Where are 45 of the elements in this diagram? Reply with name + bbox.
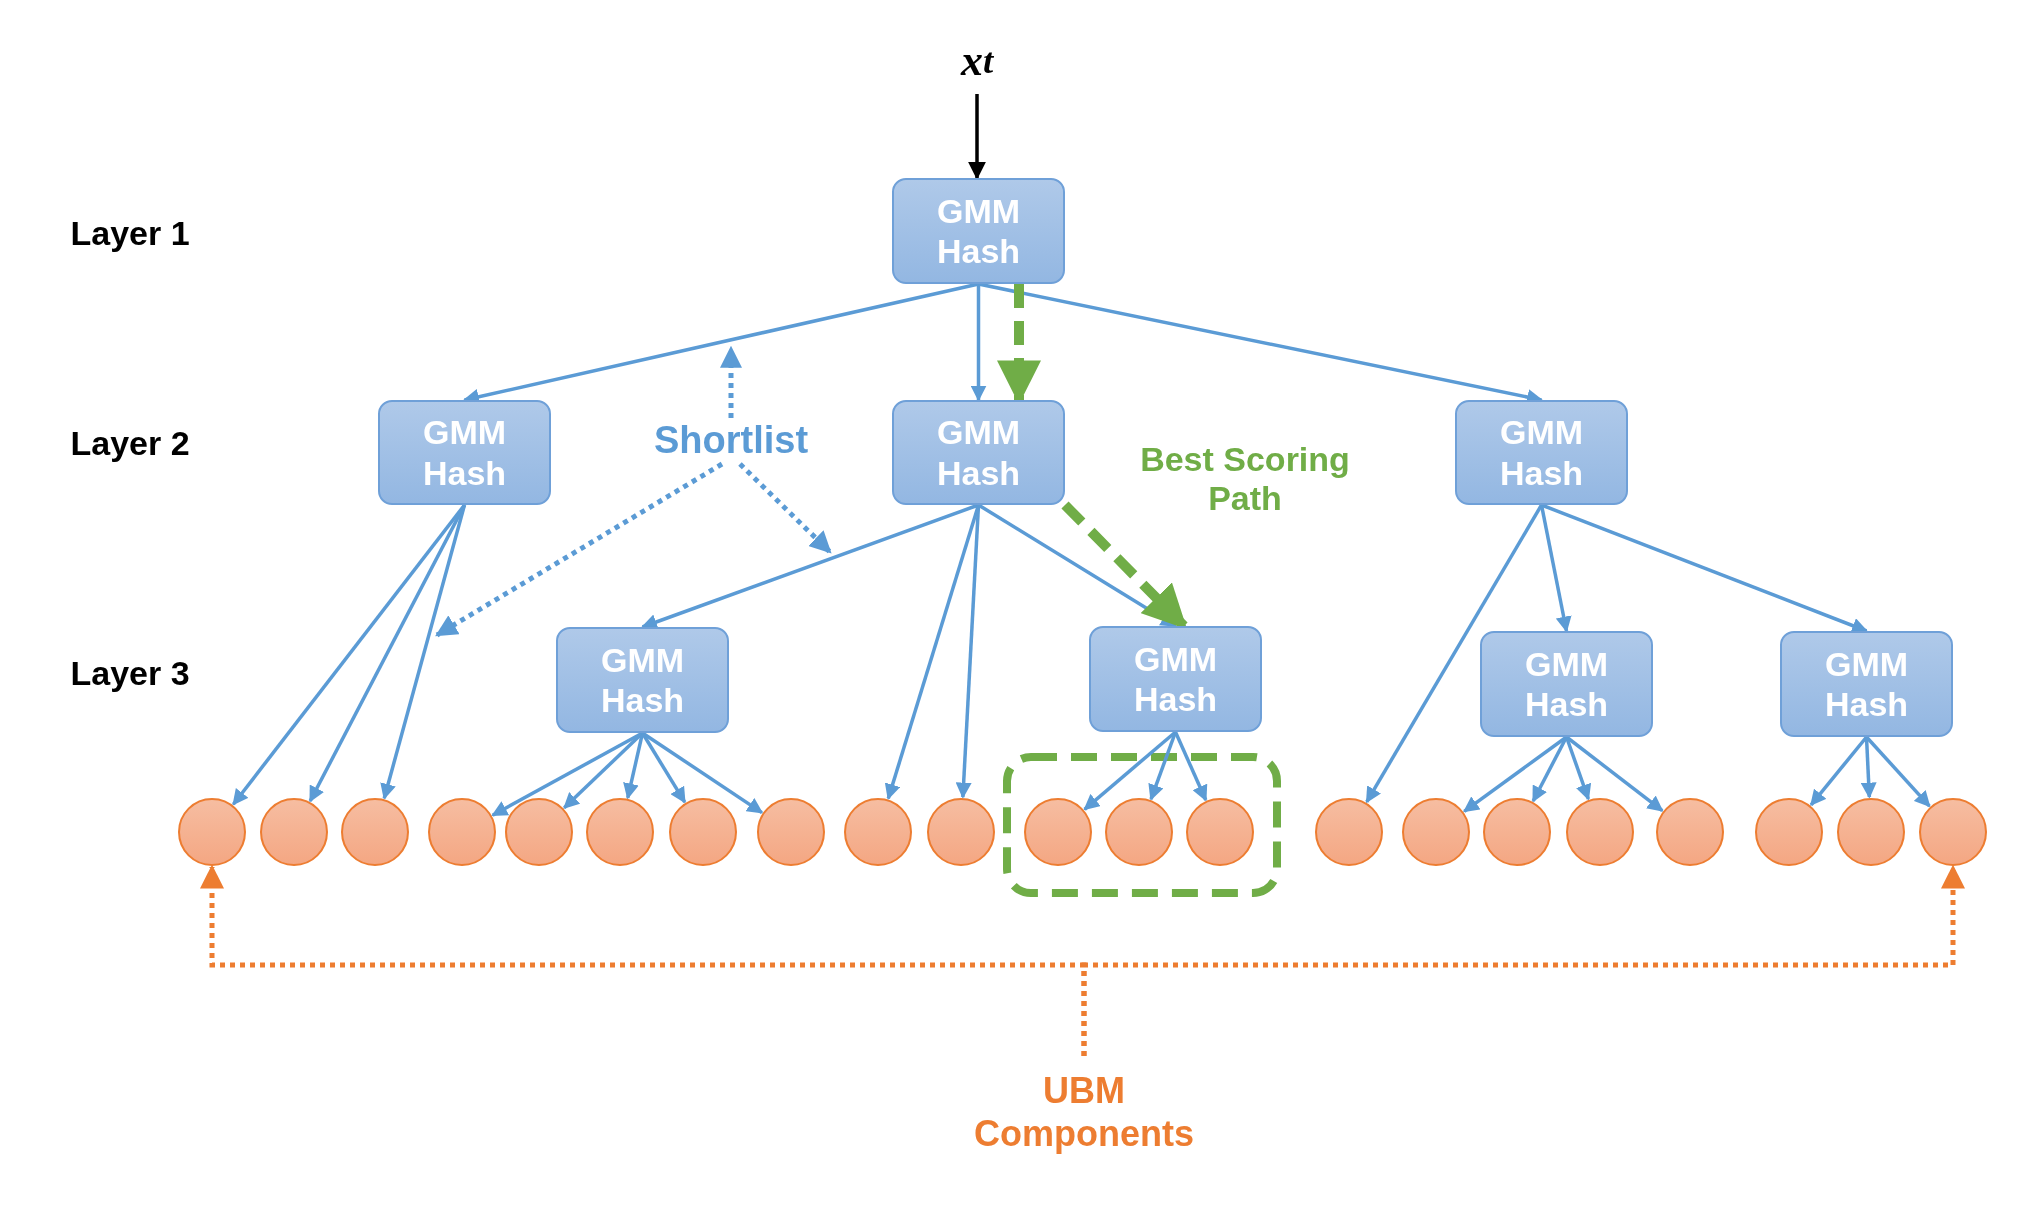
dashed-arrow bbox=[1081, 864, 1965, 1056]
layer-label: Layer 1 bbox=[69, 214, 191, 253]
arrow bbox=[1148, 731, 1178, 801]
arrow bbox=[1531, 736, 1569, 803]
annotation-text: Best Scoring Path bbox=[1139, 440, 1351, 518]
gmm-hash-box bbox=[556, 627, 729, 733]
dashed-arrow bbox=[435, 461, 724, 638]
node-label: GMM Hash bbox=[421, 412, 508, 493]
arrow bbox=[1865, 735, 1931, 808]
annotation-text: UBM Components bbox=[944, 1056, 1224, 1168]
arrow bbox=[977, 503, 1177, 628]
gmm-hash-box bbox=[892, 400, 1065, 505]
gmm-hash-box bbox=[1480, 631, 1653, 737]
arrow bbox=[955, 504, 981, 799]
arrow bbox=[1809, 735, 1868, 807]
arrow bbox=[1565, 735, 1664, 813]
arrow bbox=[1540, 503, 1868, 634]
gmm-hash-box bbox=[1089, 626, 1262, 732]
arrow bbox=[970, 284, 987, 402]
arrow bbox=[1539, 504, 1572, 633]
component-circle bbox=[505, 798, 573, 866]
node-label: GMM Hash bbox=[935, 412, 1022, 493]
layer-label: Layer 3 bbox=[69, 654, 191, 693]
arrow bbox=[1860, 736, 1877, 799]
arrow bbox=[1564, 736, 1592, 801]
arrow bbox=[641, 731, 764, 815]
gmm-hash-box bbox=[1455, 400, 1628, 505]
arrow bbox=[380, 504, 467, 800]
arrow bbox=[1173, 731, 1208, 802]
annotation-text: Shortlist bbox=[641, 418, 821, 464]
dashed-arrow bbox=[738, 462, 832, 554]
gmm-hash-box bbox=[892, 178, 1065, 284]
layer-label: Layer 2 bbox=[69, 424, 191, 463]
gmm-hash-box bbox=[1780, 631, 1953, 737]
arrow bbox=[641, 732, 687, 804]
node-label: GMM Hash bbox=[599, 639, 686, 721]
arrow bbox=[968, 94, 986, 180]
gmm-hash-box bbox=[378, 400, 551, 505]
node-label: GMM Hash bbox=[1523, 643, 1610, 725]
node-label: GMM Hash bbox=[1132, 638, 1219, 720]
node-label: GMM Hash bbox=[1498, 412, 1585, 493]
dashed-arrow bbox=[720, 345, 742, 418]
node-label: GMM Hash bbox=[1823, 643, 1910, 725]
arrow bbox=[1365, 504, 1543, 804]
node-label: GMM Hash bbox=[935, 190, 1022, 272]
